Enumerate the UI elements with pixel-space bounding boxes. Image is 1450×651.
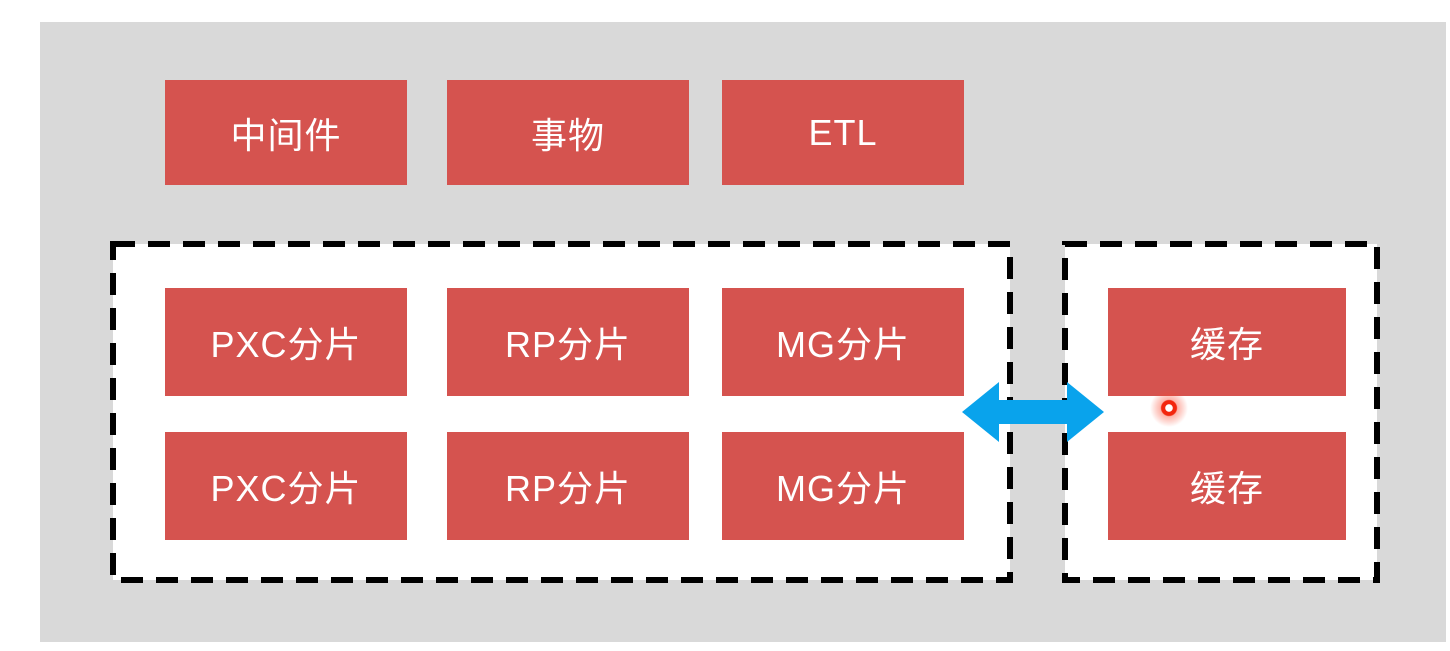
node-label: 缓存: [1189, 324, 1264, 365]
node-middleware: 中间件: [165, 80, 407, 185]
node-label: MG分片: [776, 468, 910, 509]
node-transaction: 事物: [447, 80, 689, 185]
node-transaction-label: 事物: [530, 114, 605, 156]
node-label: PXC分片: [210, 324, 362, 365]
node-cache-1: 缓存: [1108, 288, 1346, 396]
cache-cluster: 缓存 缓存: [1062, 241, 1380, 583]
laser-pointer-dot: [1149, 388, 1189, 428]
node-rp-shard-1: RP分片: [447, 288, 689, 396]
node-pxc-shard-1: PXC分片: [165, 288, 407, 396]
double-arrow-icon: [962, 382, 1104, 442]
node-mg-shard-2: MG分片: [722, 432, 964, 540]
node-mg-shard-1: MG分片: [722, 288, 964, 396]
node-cache-2: 缓存: [1108, 432, 1346, 540]
node-label: RP分片: [504, 324, 631, 365]
node-middleware-label: 中间件: [230, 114, 342, 156]
node-etl: ETL: [722, 80, 964, 185]
shard-cluster: PXC分片 RP分片 MG分片 PXC分片 RP分片 MG分片: [110, 241, 1013, 583]
node-etl-label: ETL: [808, 111, 878, 153]
node-rp-shard-2: RP分片: [447, 432, 689, 540]
node-label: PXC分片: [210, 468, 362, 509]
node-pxc-shard-2: PXC分片: [165, 432, 407, 540]
node-label: RP分片: [504, 468, 631, 509]
node-label: 缓存: [1189, 468, 1264, 509]
node-label: MG分片: [776, 324, 910, 365]
